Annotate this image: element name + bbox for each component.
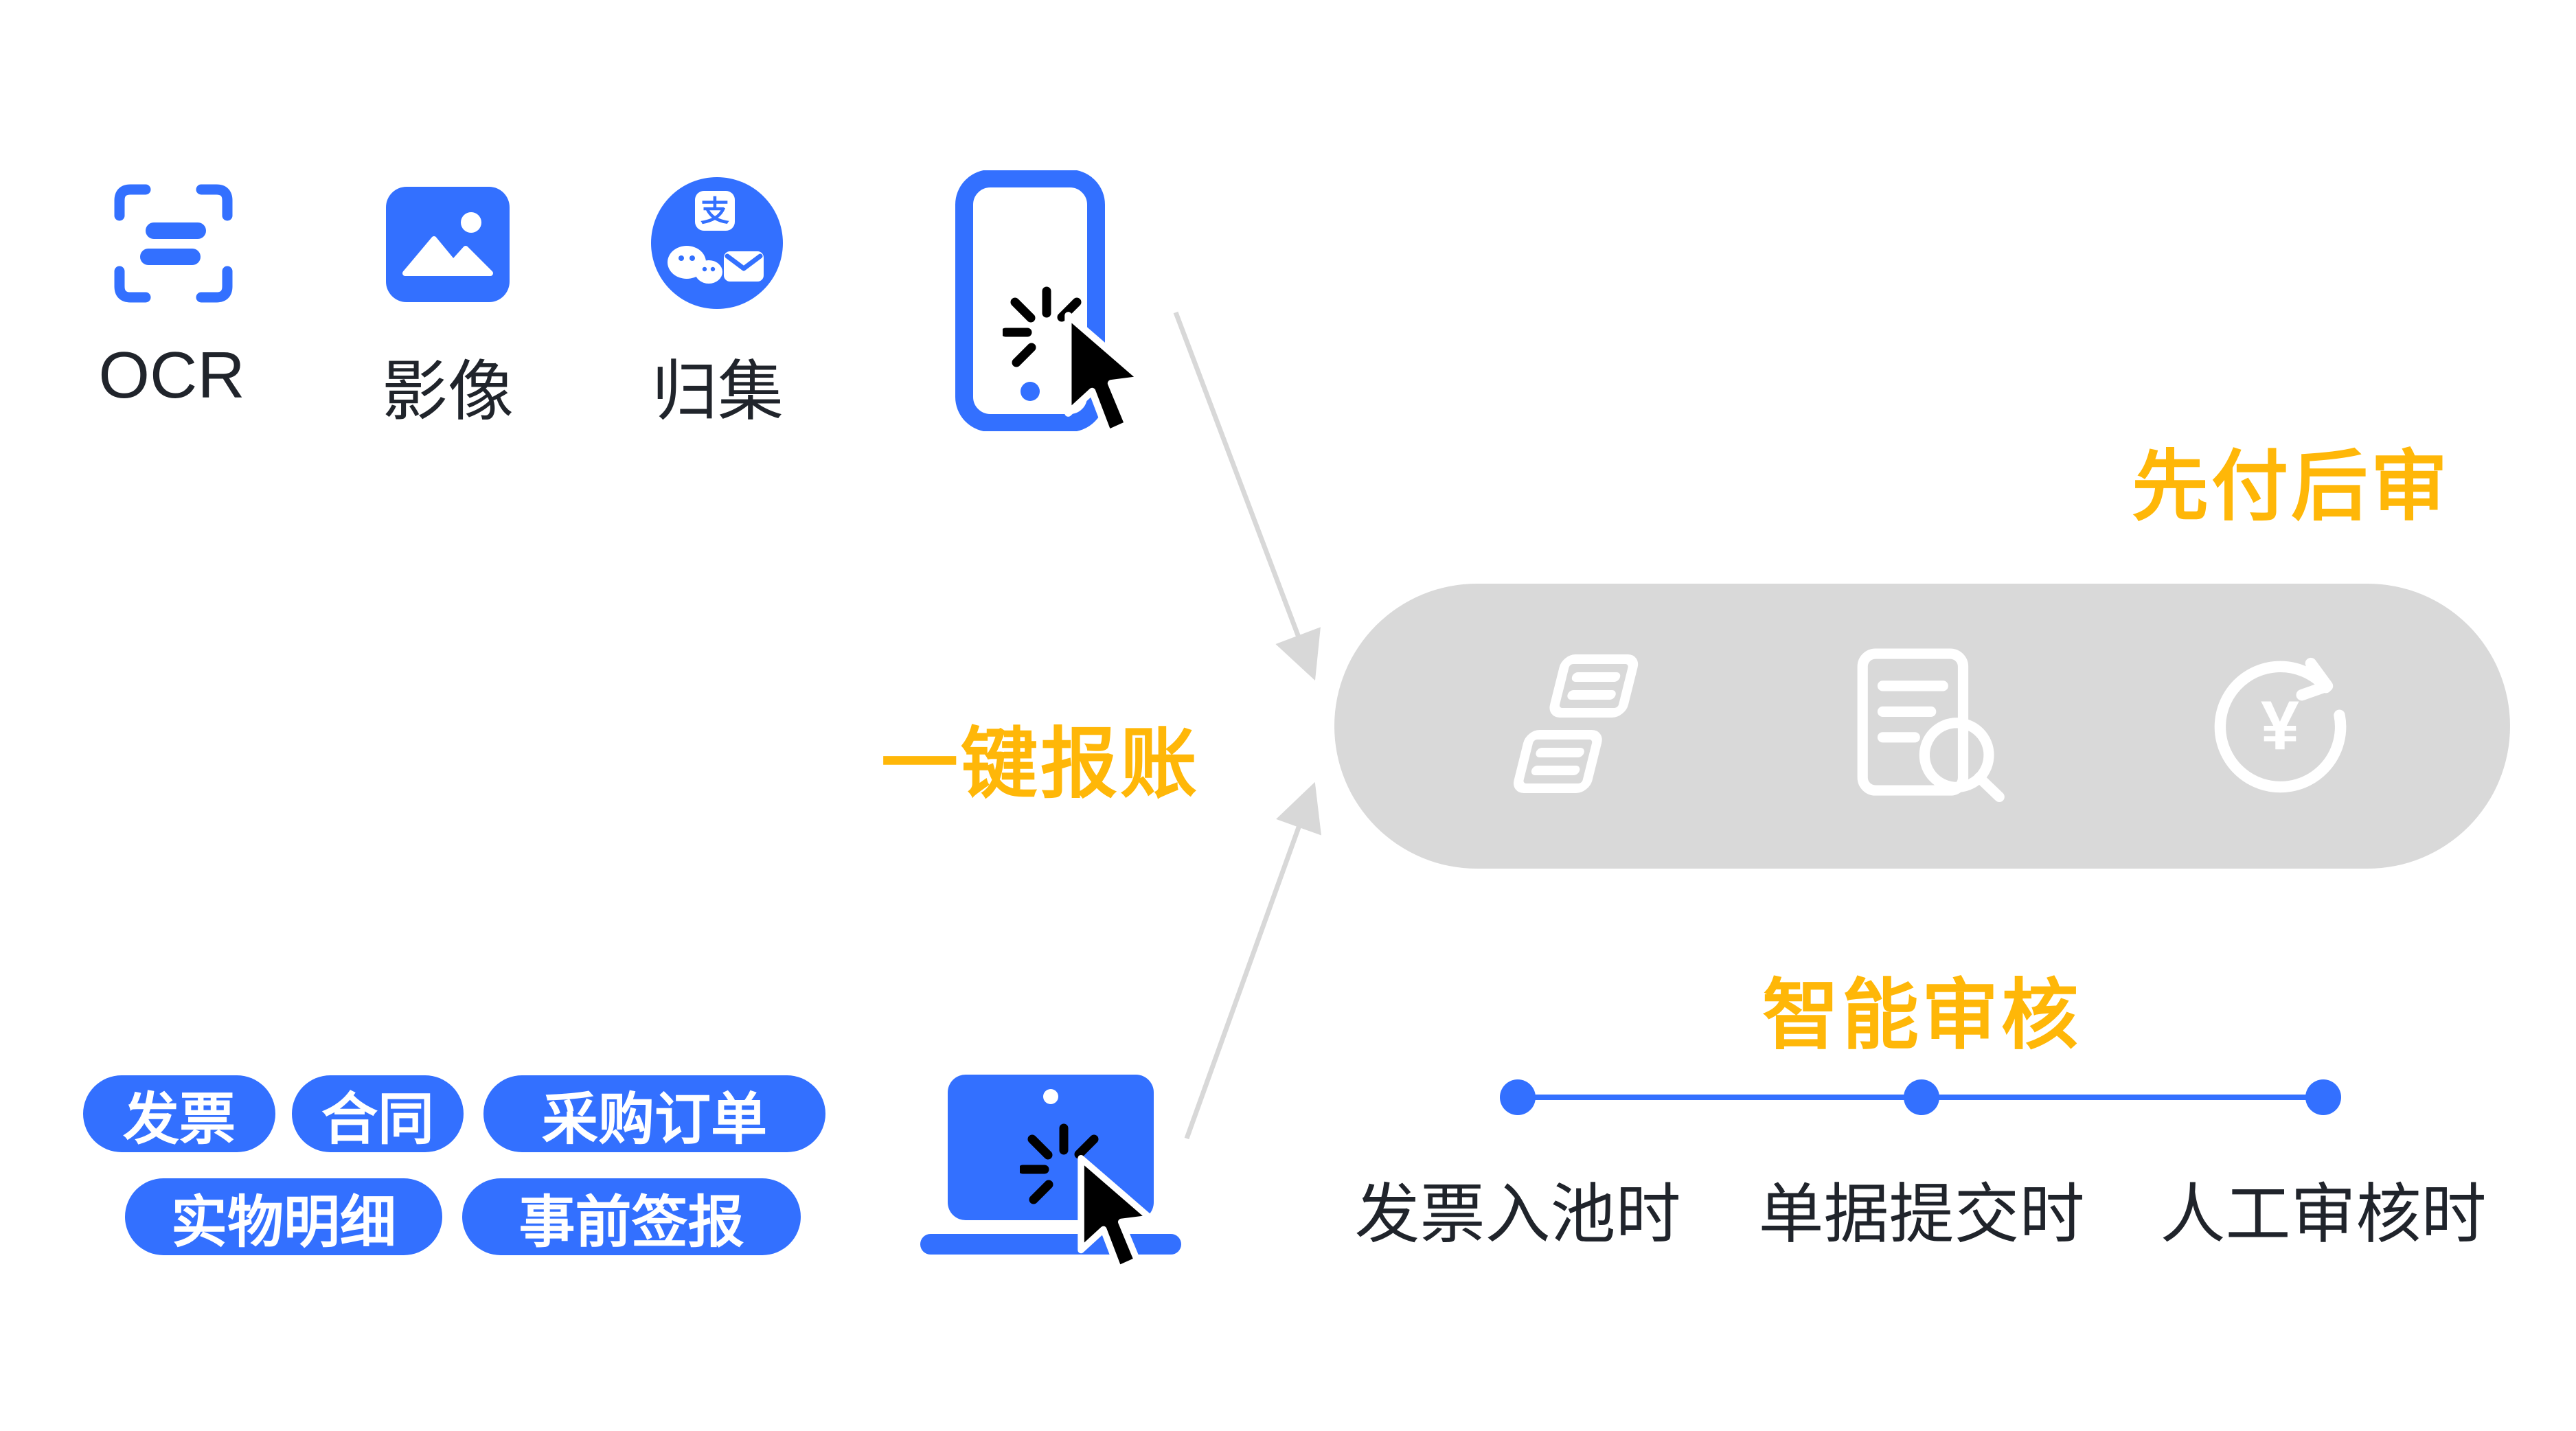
- pay-first-audit-later-label: 先付后审: [2132, 444, 2450, 529]
- process-pill: ¥: [1334, 584, 2510, 869]
- timeline-label-manual-audit: 人工审核时: [2160, 1178, 2487, 1251]
- tag-invoice: 发票: [83, 1075, 275, 1152]
- collect-label: 归集: [652, 355, 784, 428]
- doc-review-icon: [1857, 648, 2005, 803]
- cursor-arrow-icon: [1064, 312, 1146, 437]
- timeline-label-doc-submit: 单据提交时: [1758, 1178, 2085, 1251]
- timeline-label-invoice-pool: 发票入池时: [1354, 1178, 1681, 1251]
- yuan-glyph: ¥: [2261, 687, 2299, 764]
- smartphone-click-group: [955, 170, 1181, 459]
- arrow-laptop-to-process: [1184, 781, 1321, 1140]
- tag-physical-detail: 实物明细: [125, 1178, 442, 1255]
- image-label: 影像: [382, 355, 514, 428]
- tag-contract: 合同: [292, 1075, 464, 1152]
- laptop-click-group: [913, 1075, 1202, 1315]
- tag-purchase-order: 采购订单: [483, 1075, 825, 1152]
- collect-channels-icon: 支: [651, 177, 783, 309]
- click-burst-icon: [1003, 286, 1082, 367]
- cursor-arrow-icon: [1078, 1155, 1154, 1272]
- arrow-phone-to-process: [1173, 311, 1321, 681]
- one-click-submit-label: 一键报账: [881, 721, 1200, 807]
- ocr-scan-icon: [114, 184, 233, 303]
- click-burst-icon: [1020, 1123, 1099, 1204]
- timeline-dot-1: [1500, 1079, 1536, 1115]
- alipay-glyph: 支: [700, 195, 729, 227]
- payment-cycle-icon: ¥: [2214, 657, 2347, 793]
- tag-pre-approval: 事前签报: [462, 1178, 801, 1255]
- image-icon: [386, 187, 510, 302]
- timeline-dot-3: [2305, 1079, 2341, 1115]
- smartphone-icon: [955, 170, 1105, 431]
- receipt-stack-icon: [1514, 654, 1639, 793]
- timeline-dot-2: [1904, 1079, 1939, 1115]
- smart-audit-label: 智能审核: [1762, 972, 2081, 1058]
- ocr-label: OCR: [98, 339, 245, 412]
